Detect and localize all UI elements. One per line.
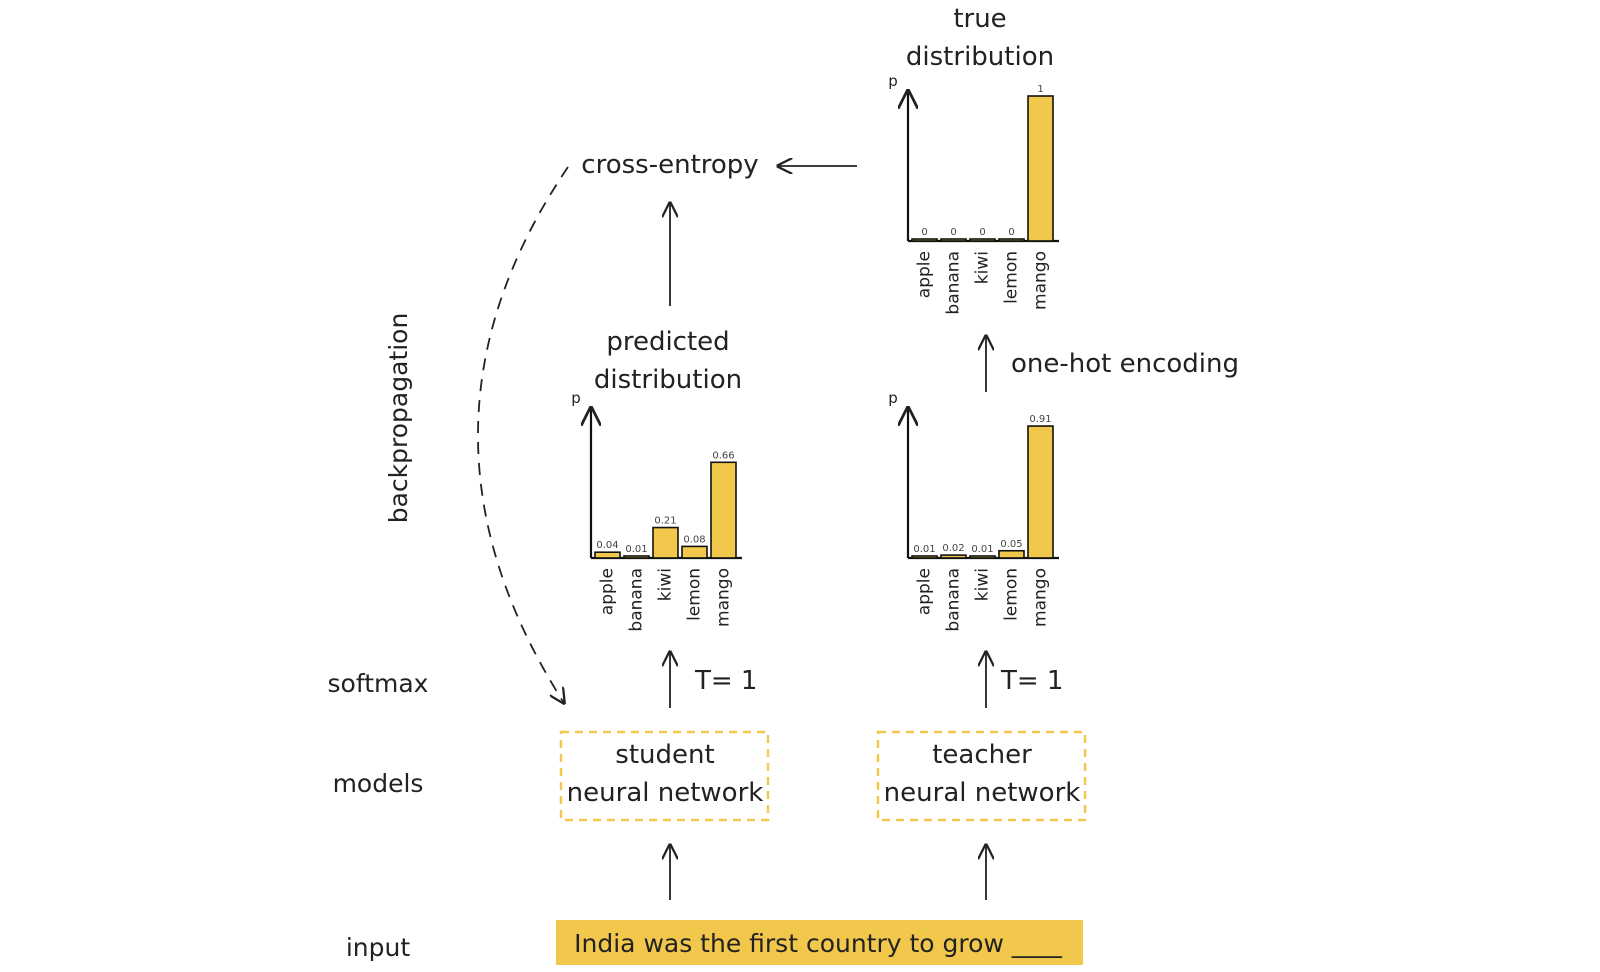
category-label-mango: mango: [1031, 251, 1051, 310]
input-label: input: [346, 933, 411, 962]
category-label-mango: mango: [1031, 568, 1051, 627]
student-temperature: T= 1: [694, 666, 757, 696]
predicted-title-line1: predicted: [606, 327, 729, 357]
category-label-apple: apple: [598, 568, 618, 615]
bar-kiwi: [652, 526, 679, 559]
category-label-banana: banana: [944, 568, 964, 632]
category-label-lemon: lemon: [1002, 251, 1022, 304]
category-label-lemon: lemon: [1002, 568, 1022, 621]
bar-mango: [1027, 95, 1054, 242]
bar-mango: [710, 461, 737, 559]
bar-apple: [594, 551, 621, 559]
student-model-box: [559, 730, 770, 822]
category-label-apple: apple: [915, 251, 935, 298]
bar-lemon: [998, 549, 1025, 559]
category-label-kiwi: kiwi: [973, 568, 993, 601]
input-box: [556, 920, 1083, 965]
category-label-banana: banana: [627, 568, 647, 632]
bar-kiwi: [969, 555, 996, 559]
models-label: models: [333, 769, 424, 798]
category-label-kiwi: kiwi: [973, 251, 993, 284]
value-label-apple: 0: [921, 227, 927, 238]
category-label-kiwi: kiwi: [656, 568, 676, 601]
bar-banana: [940, 554, 967, 559]
bar-kiwi: [969, 238, 996, 242]
softmax-label: softmax: [328, 669, 429, 698]
category-label-mango: mango: [714, 568, 734, 627]
value-label-kiwi: 0.21: [654, 516, 676, 527]
bar-banana: [940, 238, 967, 242]
value-label-banana: 0: [950, 227, 956, 238]
value-label-apple: 0.01: [913, 544, 935, 555]
true-title-line1: true: [953, 4, 1006, 34]
teacher-model-box: [876, 730, 1087, 822]
bar-lemon: [681, 545, 708, 559]
value-label-kiwi: 0.01: [971, 544, 993, 555]
y-axis-label: p: [888, 389, 898, 407]
input-sentence: India was the first country to grow ____: [574, 929, 1062, 958]
value-label-lemon: 0.08: [683, 534, 705, 545]
y-axis-label: p: [571, 389, 581, 407]
value-label-mango: 0.91: [1029, 414, 1051, 425]
value-label-banana: 0.01: [625, 544, 647, 555]
value-label-lemon: 0.05: [1000, 539, 1022, 550]
predicted-title-line2: distribution: [594, 365, 742, 395]
cross-entropy-label: cross-entropy: [581, 150, 758, 180]
student-model-line2: neural network: [567, 778, 764, 808]
value-label-kiwi: 0: [979, 227, 985, 238]
student-model-line1: student: [615, 740, 714, 770]
bar-mango: [1027, 425, 1054, 559]
true-distribution-chart: p 0 apple 0 banana 0 kiwi 0 lemon 1 mango: [888, 72, 1059, 315]
backpropagation-arrow: [477, 166, 569, 703]
value-label-lemon: 0: [1008, 227, 1014, 238]
value-label-apple: 0.04: [596, 540, 618, 551]
category-label-banana: banana: [944, 251, 964, 315]
bar-apple: [911, 238, 938, 242]
category-label-lemon: lemon: [685, 568, 705, 621]
true-title-line2: distribution: [906, 42, 1054, 72]
teacher-model-line2: neural network: [884, 778, 1081, 808]
backpropagation-label: backpropagation: [384, 313, 413, 524]
bar-apple: [911, 555, 938, 559]
y-axis-label: p: [888, 72, 898, 90]
bar-lemon: [998, 238, 1025, 242]
category-label-apple: apple: [915, 568, 935, 615]
value-label-mango: 1: [1037, 84, 1043, 95]
value-label-mango: 0.66: [712, 450, 734, 461]
value-label-banana: 0.02: [942, 543, 964, 554]
student-prediction-chart: p 0.04 apple 0.01 banana 0.21 kiwi 0.08 lemon 0.6…: [571, 389, 742, 632]
bar-banana: [623, 555, 650, 559]
teacher-model-line1: teacher: [932, 740, 1032, 770]
one-hot-label: one-hot encoding: [1011, 349, 1239, 379]
teacher-temperature: T= 1: [1000, 666, 1063, 696]
teacher-prediction-chart: p 0.01 apple 0.02 banana 0.01 kiwi 0.05 lemon 0.9…: [888, 389, 1059, 632]
